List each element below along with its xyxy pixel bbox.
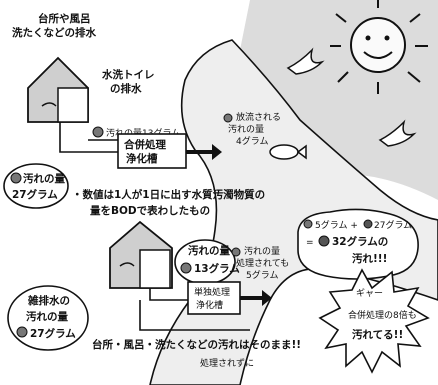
sum-bubble: 5グラム + 27グラム = 32グラムの 汚れ!!! [297, 208, 419, 280]
svg-text:放流される: 放流される [236, 111, 281, 123]
svg-text:27グラム: 27グラム [12, 188, 58, 201]
note-text: ・数値は1人が1日に出す水質汚濁物質の 量をBODで表わしたもの [72, 188, 265, 217]
pipe [59, 122, 118, 153]
untreated-caption: 台所・風呂・洗たくなどの汚れはそのまま!! [92, 338, 301, 351]
svg-text:水洗トイレ: 水洗トイレ [101, 68, 155, 81]
pipe [139, 288, 250, 331]
bird-icon [378, 119, 417, 147]
svg-text:合併処理: 合併処理 [123, 138, 166, 151]
single-treatment-tank: 単独処理 浄化槽 [187, 281, 241, 315]
svg-text:雑排水の: 雑排水の [27, 294, 70, 307]
svg-text:・数値は1人が1日に出す水質汚濁物質の: ・数値は1人が1日に出す水質汚濁物質の [72, 188, 265, 201]
svg-text:浄化槽: 浄化槽 [126, 152, 158, 165]
pollution-bubble-top: 汚れの量 27グラム [3, 163, 69, 209]
house-icon [109, 220, 173, 289]
svg-text:量をBODで表わしたもの: 量をBODで表わしたもの [90, 204, 210, 217]
fish-icon [269, 144, 307, 160]
svg-text:4グラム: 4グラム [236, 135, 268, 147]
toilet-pollution-bubble: 汚れの量 13グラム [174, 239, 240, 285]
grey-water-bubble: 雑排水の 汚れの量 27グラム [7, 285, 89, 351]
toilet-label: 水洗トイレ の排水 [101, 68, 155, 95]
bird-icon [286, 47, 325, 75]
svg-text:汚れの量: 汚れの量 [188, 244, 230, 257]
svg-text:汚れの量: 汚れの量 [244, 245, 280, 257]
svg-text:32グラムの: 32グラムの [332, 235, 388, 248]
svg-text:処理されても: 処理されても [236, 257, 289, 269]
svg-text:汚れてる!!: 汚れてる!! [352, 328, 403, 341]
svg-text:27グラム: 27グラム [374, 219, 412, 231]
svg-text:洗たくなどの排水: 洗たくなどの排水 [12, 26, 96, 39]
svg-text:汚れの量: 汚れの量 [23, 172, 65, 185]
svg-text:5グラム +: 5グラム + [315, 219, 358, 231]
flow-arrow [240, 290, 272, 306]
svg-text:単独処理: 単独処理 [194, 286, 230, 298]
untreated-note: 処理されずに [200, 357, 254, 369]
svg-text:ギャー: ギャー [356, 288, 383, 299]
svg-text:13グラム: 13グラム [194, 262, 240, 275]
svg-text:汚れの量: 汚れの量 [228, 123, 264, 135]
svg-text:合併処理の8倍も: 合併処理の8倍も [348, 309, 417, 321]
svg-text:汚れ!!!: 汚れ!!! [352, 252, 387, 265]
svg-text:の排水: の排水 [110, 82, 142, 95]
kitchen-bath-label: 台所や風呂 洗たくなどの排水 [12, 12, 96, 39]
treatment-tank: 合併処理 浄化槽 [117, 133, 187, 169]
svg-text:浄化槽: 浄化槽 [196, 299, 223, 311]
svg-text:台所や風呂: 台所や風呂 [38, 12, 91, 25]
svg-text:5グラム: 5グラム [246, 269, 278, 281]
discharged-label: 放流される 汚れの量 4グラム [223, 111, 281, 147]
house-icon [27, 56, 89, 123]
flow-arrow [186, 144, 222, 160]
sun-icon [330, 0, 428, 94]
svg-text:汚れの量: 汚れの量 [26, 310, 68, 323]
svg-text:27グラム: 27グラム [30, 327, 76, 340]
warning-burst: ギャー 合併処理の8倍も 汚れてる!! [318, 268, 430, 374]
svg-text:=: = [306, 238, 314, 248]
after-treatment-label: 汚れの量 処理されても 5グラム [231, 245, 289, 281]
